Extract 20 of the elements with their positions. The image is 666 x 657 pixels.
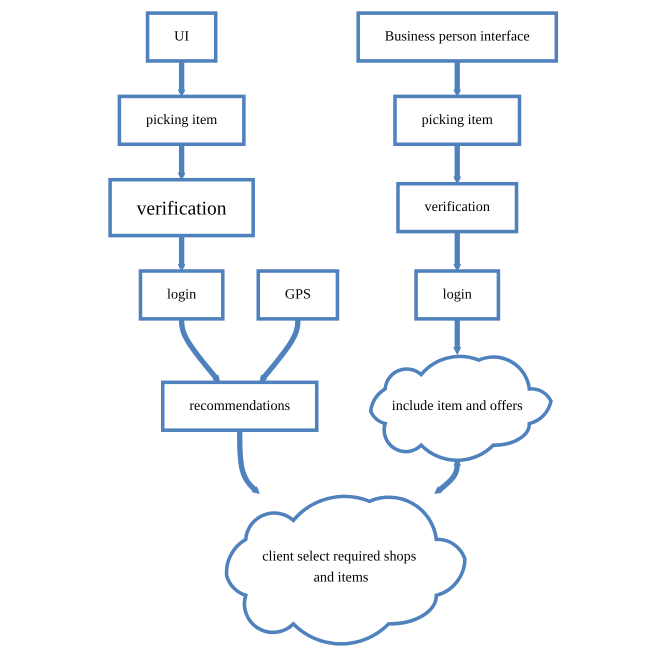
arrow bbox=[453, 144, 461, 184]
arrow bbox=[236, 430, 260, 494]
node-box: picking item bbox=[117, 94, 246, 146]
arrow bbox=[178, 236, 186, 272]
node-box: verification bbox=[396, 182, 518, 234]
arrow bbox=[453, 60, 461, 97]
node-box: picking item bbox=[393, 94, 522, 146]
node-box: verification bbox=[108, 178, 255, 238]
arrow bbox=[178, 318, 220, 383]
arrow bbox=[178, 144, 186, 180]
node-box: UI bbox=[146, 11, 218, 63]
arrow bbox=[453, 318, 461, 355]
node-box: login bbox=[414, 269, 500, 321]
node-box: recommendations bbox=[160, 380, 318, 432]
node-box: Business person interface bbox=[356, 11, 558, 63]
node-box: login bbox=[138, 269, 224, 321]
arrow bbox=[453, 232, 461, 272]
arrow bbox=[178, 60, 186, 97]
arrow bbox=[259, 318, 300, 383]
node-box: GPS bbox=[256, 269, 340, 321]
